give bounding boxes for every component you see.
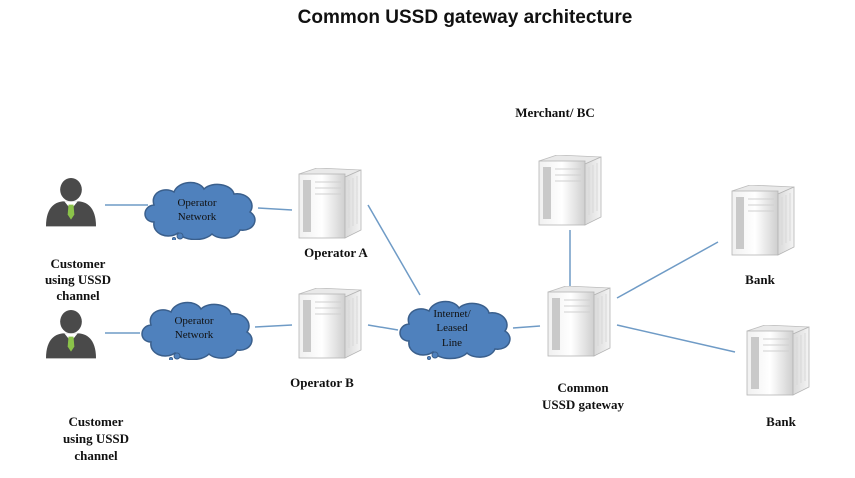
customer-1: Customer using USSD channel bbox=[45, 178, 111, 303]
gateway-label-line-1: Common bbox=[557, 380, 609, 395]
internet-label-line-1: Internet/ bbox=[433, 308, 471, 320]
bank-1-label: Bank bbox=[745, 272, 775, 287]
link-operator-a-to-internet bbox=[367, 204, 421, 296]
bank-1-server: Bank bbox=[731, 185, 795, 287]
server-icon bbox=[746, 325, 810, 396]
link-internet-to-gateway bbox=[512, 325, 541, 329]
link-network-b-to-operator-b bbox=[254, 324, 293, 328]
link-gateway-to-bank-1 bbox=[616, 241, 719, 299]
operator-network-a: Operator Network bbox=[144, 181, 256, 240]
operator-network-b: Operator Network bbox=[141, 301, 253, 360]
operator-b-server: Operator B bbox=[290, 288, 362, 390]
network-a-label-line-2: Network bbox=[178, 211, 217, 223]
server-icon bbox=[547, 286, 611, 357]
internet-label-line-3: Line bbox=[442, 337, 462, 349]
bank-2-label: Bank bbox=[766, 414, 796, 429]
internet-cloud: Internet/ Leased Line bbox=[399, 300, 511, 361]
link-gateway-to-bank-2 bbox=[616, 324, 736, 353]
server-icon bbox=[731, 185, 795, 256]
operator-a-label: Operator A bbox=[304, 245, 368, 260]
person-icon bbox=[46, 310, 96, 359]
network-b-label-line-2: Network bbox=[175, 329, 214, 341]
network-a-label-line-1: Operator bbox=[177, 197, 216, 209]
ussd-gateway-server: Common USSD gateway bbox=[542, 286, 624, 412]
customer-2-label-line-2: using USSD bbox=[63, 431, 129, 446]
merchant-server: Merchant/ BC bbox=[515, 105, 602, 226]
server-icon bbox=[298, 288, 362, 359]
customer-1-label-line-1: Customer bbox=[51, 256, 106, 271]
customer-2-label-line-1: Customer bbox=[69, 414, 124, 429]
customer-2-label-line-3: channel bbox=[74, 448, 118, 463]
customer-2: Customer using USSD channel bbox=[46, 310, 129, 463]
customer-1-label-line-2: using USSD bbox=[45, 272, 111, 287]
server-icon bbox=[538, 155, 602, 226]
person-icon bbox=[46, 178, 96, 227]
bank-2-server: Bank bbox=[746, 325, 810, 429]
customer-1-label-line-3: channel bbox=[56, 288, 100, 303]
merchant-label: Merchant/ BC bbox=[515, 105, 595, 120]
server-icon bbox=[298, 168, 362, 239]
operator-b-label: Operator B bbox=[290, 375, 354, 390]
operator-a-server: Operator A bbox=[298, 168, 368, 260]
link-operator-b-to-internet bbox=[367, 324, 399, 331]
link-network-a-to-operator-a bbox=[257, 207, 293, 211]
internet-label-line-2: Leased bbox=[436, 322, 468, 334]
diagram-title: Common USSD gateway architecture bbox=[298, 7, 633, 28]
network-b-label-line-1: Operator bbox=[174, 315, 213, 327]
gateway-label-line-2: USSD gateway bbox=[542, 397, 624, 412]
